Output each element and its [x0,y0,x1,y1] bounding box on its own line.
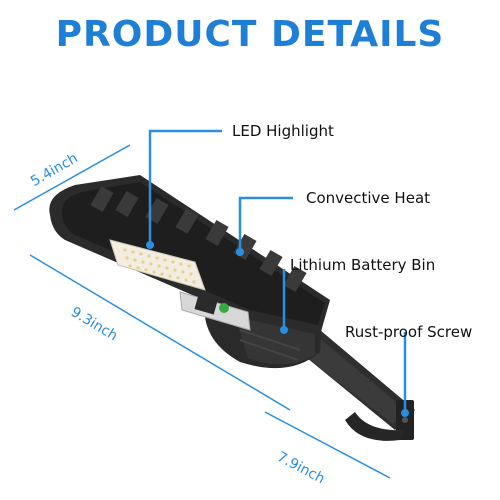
callout-lines [148,129,407,413]
lithium-battery-bin-label: Lithium Battery Bin [290,256,436,274]
sensor-module [179,291,251,331]
mounting-arm [285,330,415,441]
convective-heat-label: Convective Heat [306,189,431,207]
lamp-body [49,175,331,335]
heat-callout-line [238,196,293,252]
led-highlight-label: LED Highlight [232,122,334,140]
dimension-lines [13,144,391,479]
page-title: PRODUCT DETAILS [55,14,445,55]
led-panel [109,239,206,291]
callout-dots [146,241,409,417]
rust-proof-screw-label: Rust-proof Screw [345,323,473,341]
led-callout-line [148,129,222,245]
arm-dimension-line [264,411,391,479]
width-dimension-line [13,144,131,211]
length-dimension-line [29,254,291,411]
